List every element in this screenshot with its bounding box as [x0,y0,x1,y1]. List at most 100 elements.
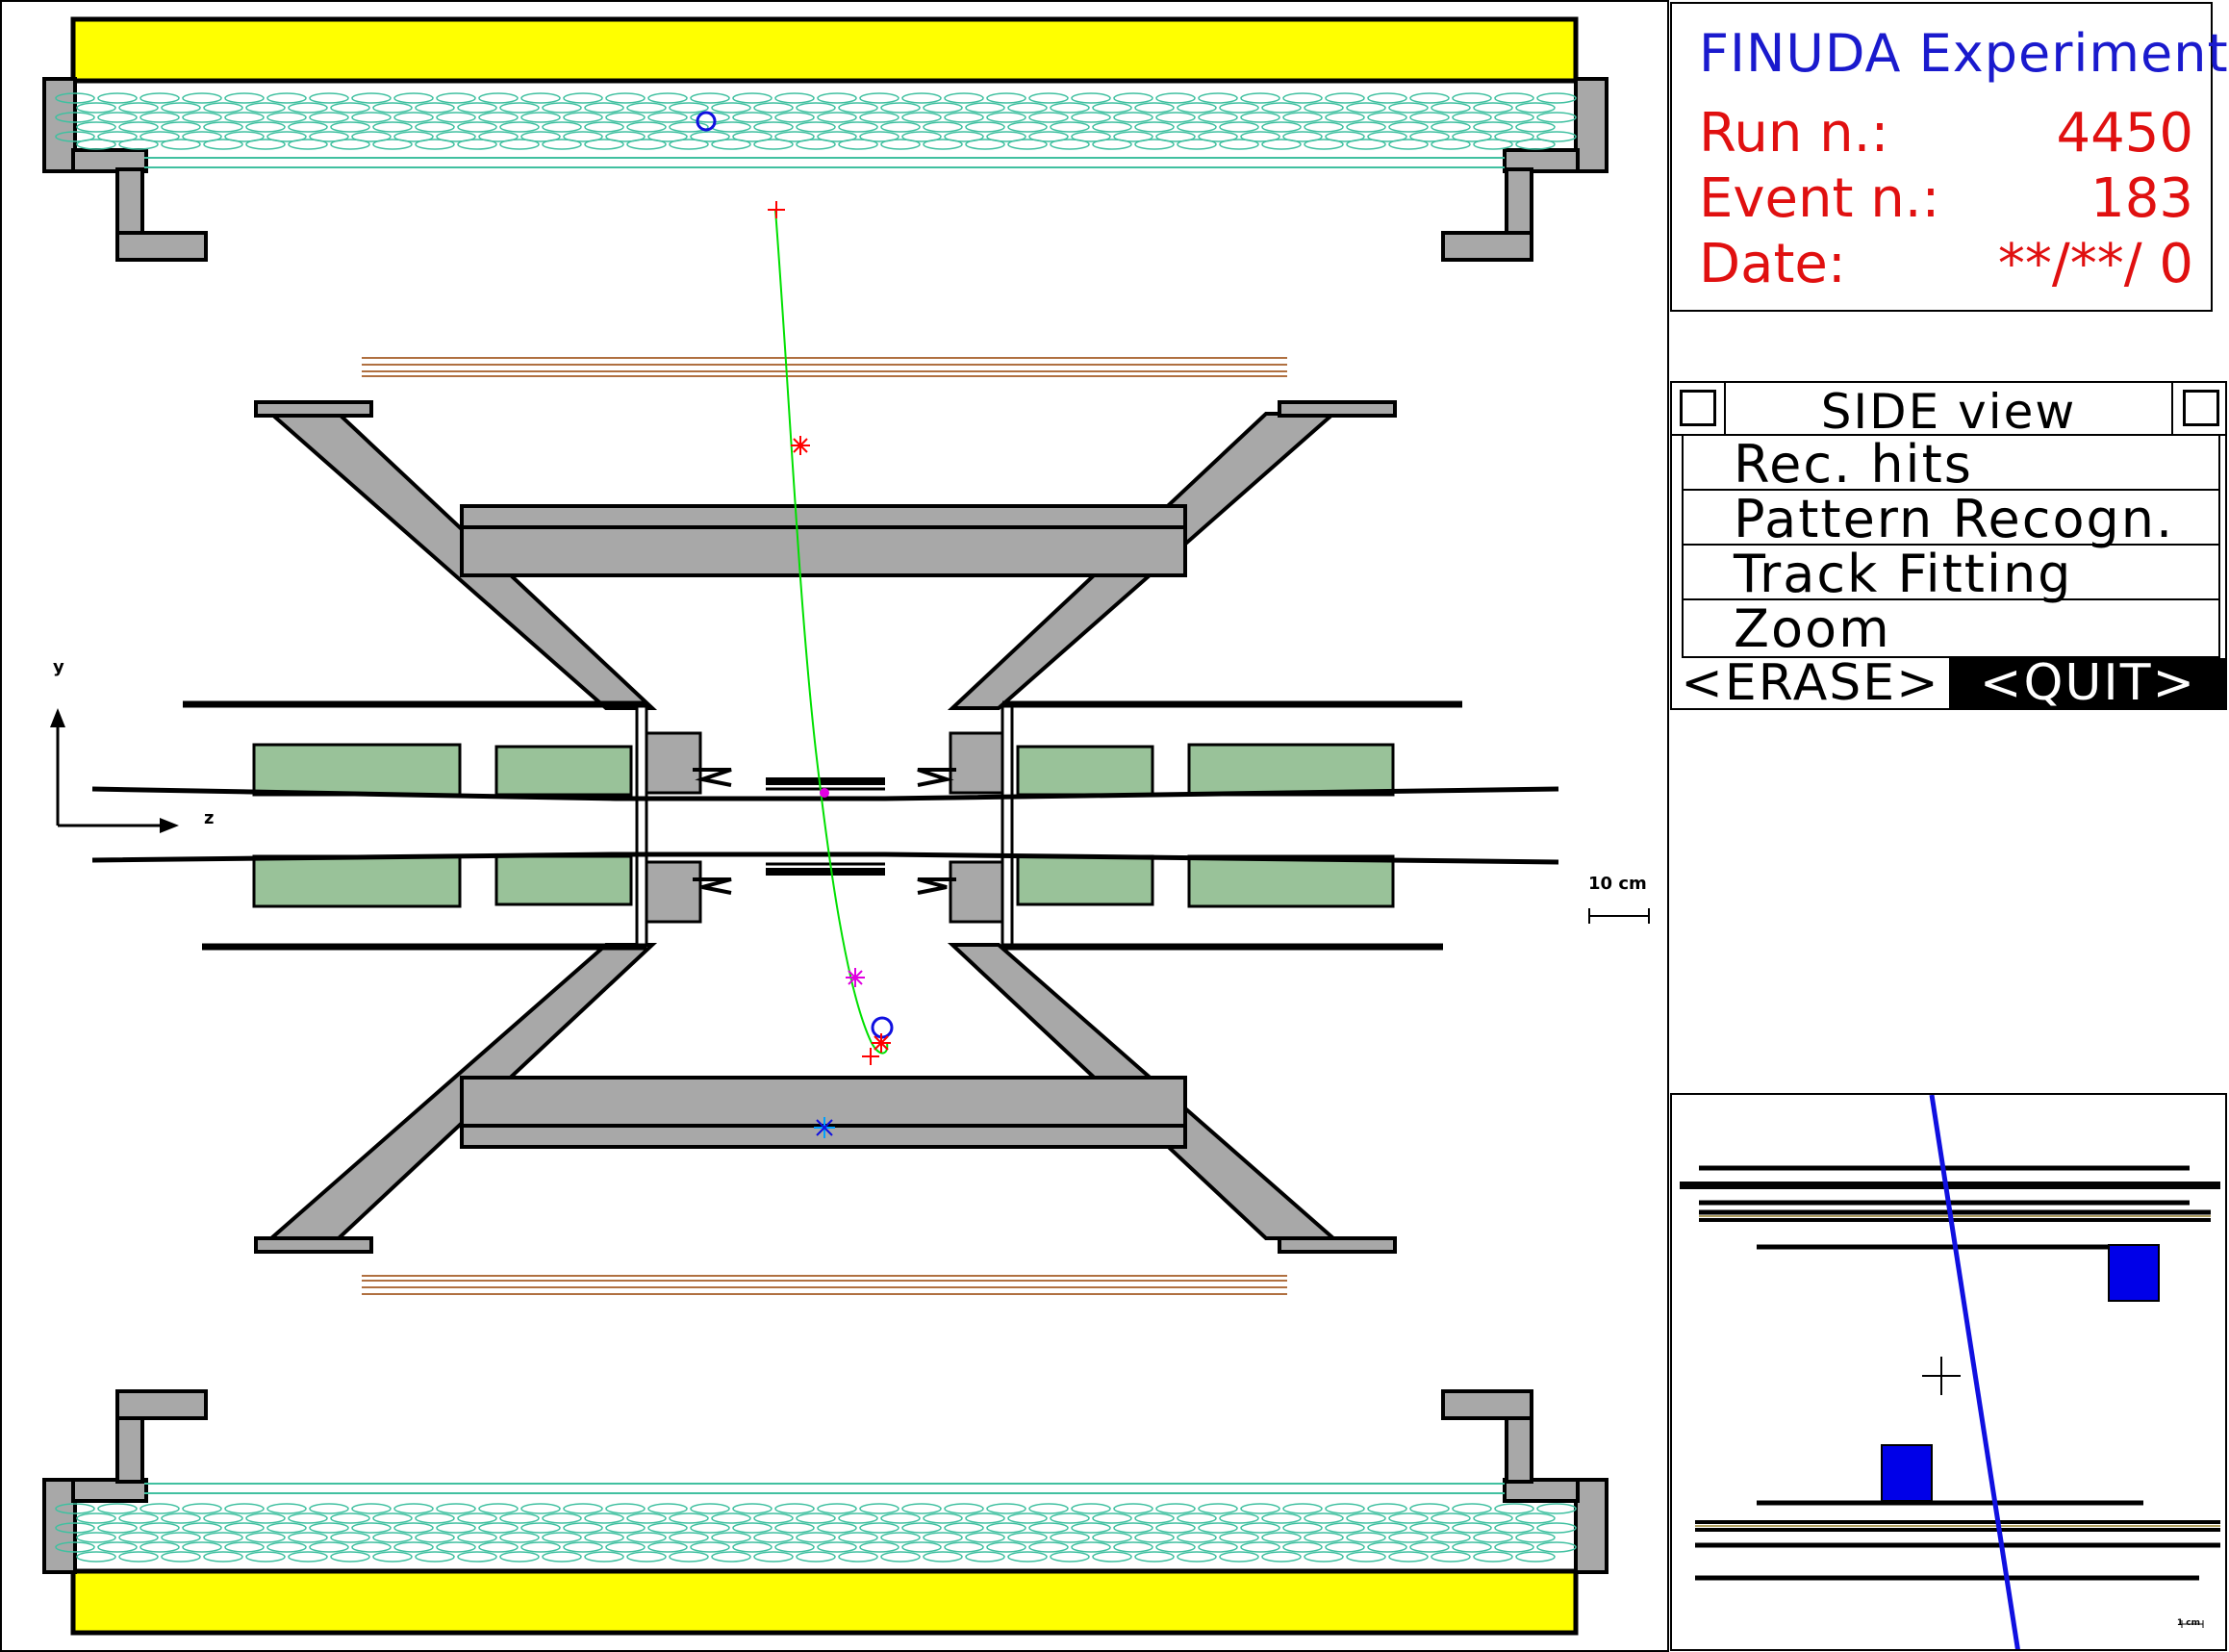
straw-tube [1515,139,1556,150]
straw-tube [1282,1541,1323,1553]
straw-tube [330,121,370,133]
straw-tube [288,1512,328,1524]
straw-tube [923,121,963,133]
straw-tube [245,121,286,133]
straw-tube [1473,121,1513,133]
straw-tube [330,102,370,114]
straw-tube [1515,1532,1556,1543]
straw-tube [1473,1512,1513,1524]
straw-tube [753,1532,794,1543]
straw-tube [1473,1532,1513,1543]
straw-tube [1240,1522,1280,1534]
straw-tube [923,102,963,114]
straw-tube [690,1503,730,1514]
straw-tube [351,131,392,142]
straw-tube [1007,1512,1048,1524]
straw-tube [203,102,243,114]
straw-tube [817,1522,857,1534]
straw-tube [1388,139,1429,150]
straw-tube [753,1512,794,1524]
straw-tube [732,92,773,104]
straw-tube [1113,1522,1153,1534]
straw-tube [838,102,878,114]
straw-tube [224,1541,265,1553]
straw-tube [1113,112,1153,123]
right-checkbox[interactable] [2183,390,2219,426]
straw-tube [1367,1522,1407,1534]
straw-tube [1155,112,1196,123]
menu-item-pattern-recogn[interactable]: Pattern Recogn. [1682,489,2220,549]
straw-tube [1240,131,1280,142]
straw-tube [520,131,561,142]
hit-star-magenta [846,968,865,987]
straw-tube [626,102,667,114]
zoom-scale-label: 1 cm [2176,1618,2200,1628]
straw-tube [1452,1503,1492,1514]
straw-tube [182,1541,222,1553]
straw-tube [1367,112,1407,123]
straw-tube [351,1541,392,1553]
straw-tube [499,121,540,133]
straw-tube [944,1503,984,1514]
straw-tube [1452,131,1492,142]
straw-tube [288,1551,328,1563]
straw-tube [817,1503,857,1514]
straw-tube [923,1551,963,1563]
straw-tube [1388,1532,1429,1543]
straw-tube [1346,1551,1386,1563]
straw-tube [415,1532,455,1543]
straw-tube [605,1503,646,1514]
menu-item-rec-hits[interactable]: Rec. hits [1682,434,2220,495]
straw-tube [161,1512,201,1524]
straw-tube [1155,92,1196,104]
straw-tube [55,131,95,142]
straw-tube [732,1522,773,1534]
straw-tube [266,1503,307,1514]
straw-tube [55,1522,95,1534]
straw-tube [542,121,582,133]
straw-tube [457,102,497,114]
straw-tube [690,131,730,142]
left-checkbox[interactable] [1680,390,1716,426]
straw-tube [584,121,624,133]
straw-tube [182,131,222,142]
divider [2171,383,2173,434]
straw-tube [118,102,159,114]
experiment-title: FINUDA Experiment [1699,23,2229,84]
menu-item-track-fitting[interactable]: Track Fitting [1682,544,2220,604]
straw-tube [774,1541,815,1553]
straw-tube [266,1541,307,1553]
straw-tube [1177,1512,1217,1524]
straw-tube [838,1512,878,1524]
quit-button[interactable]: <QUIT> [1951,658,2225,708]
menu-item-zoom[interactable]: Zoom [1682,598,2220,659]
straw-tube [1134,139,1175,150]
straw-tube [880,1512,921,1524]
straw-tube [415,121,455,133]
straw-tube [1431,102,1471,114]
straw-tube [605,1541,646,1553]
straw-tube [732,1541,773,1553]
straw-tube [605,131,646,142]
straw-tube [415,102,455,114]
straw-tube [944,112,984,123]
straw-tube [393,1522,434,1534]
straw-tube [1113,131,1153,142]
straw-tube [774,131,815,142]
straw-tube [986,131,1026,142]
straw-tube [626,1532,667,1543]
straw-tube [118,1512,159,1524]
straw-tube [415,1551,455,1563]
straw-tube [1367,131,1407,142]
straw-tube [711,102,751,114]
straw-tube [965,1512,1005,1524]
straw-tube [1028,131,1069,142]
straw-tube [1473,139,1513,150]
straw-tube [1282,112,1323,123]
straw-tube [1409,1541,1450,1553]
straw-tube [647,131,688,142]
erase-button[interactable]: <ERASE> [1672,658,1951,708]
straw-tube [139,1503,180,1514]
hit-circle-blue-top [696,111,717,132]
copper-layers-bottom [362,1275,1287,1295]
